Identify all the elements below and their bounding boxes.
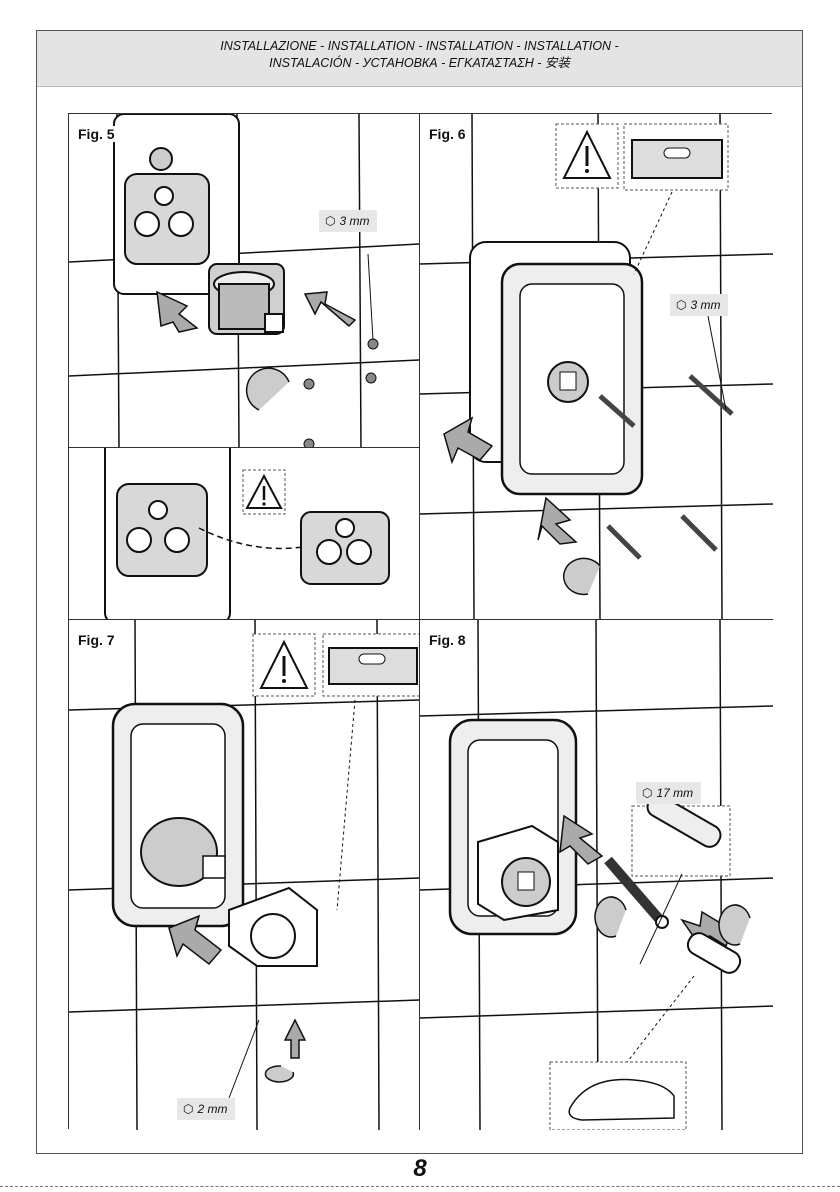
fig8-label: Fig. 8 — [426, 632, 469, 648]
fig6-label: Fig. 6 — [426, 126, 469, 142]
fig5-detail-panel — [69, 448, 420, 620]
fig5-illustration — [69, 114, 420, 448]
figure-grid: Fig. 5 ⬡ 3 mm — [68, 113, 772, 1129]
hex-key-icon: ⬡ — [642, 782, 652, 804]
fig6-illustration — [420, 114, 773, 620]
installation-header: INSTALLAZIONE - INSTALLATION - INSTALLAT… — [37, 31, 802, 87]
hex-key-icon: ⬡ — [676, 294, 686, 316]
fig5-tool-size-tag: ⬡ 3 mm — [319, 210, 377, 232]
fig6-panel: Fig. 6 ⬡ 3 mm — [420, 114, 773, 620]
page-number: 8 — [0, 1155, 840, 1183]
fig8-tool-size-tag: ⬡ 17 mm — [636, 782, 701, 804]
spirit-level-icon — [632, 140, 722, 178]
fig5-detail-illustration — [69, 448, 420, 620]
page-frame: INSTALLAZIONE - INSTALLATION - INSTALLAT… — [36, 30, 803, 1154]
fig5-label: Fig. 5 — [75, 126, 118, 142]
fig7-illustration — [69, 620, 420, 1130]
page-cut-line — [0, 1186, 840, 1187]
header-line-2: INSTALACIÓN - УСТАНОВКА - ΕΓΚΑΤΑΣΤΑΣΗ - … — [37, 55, 802, 72]
fig7-panel: Fig. 7 ⬡ 2 mm — [69, 620, 420, 1130]
fig7-tool-size-tag: ⬡ 2 mm — [177, 1098, 235, 1120]
fig8-panel: Fig. 8 ⬡ 17 mm — [420, 620, 773, 1130]
fig8-tool-size: 17 mm — [656, 786, 693, 800]
hex-key-icon: ⬡ — [183, 1098, 193, 1120]
fig5-panel: Fig. 5 ⬡ 3 mm — [69, 114, 420, 448]
spirit-level-icon — [329, 648, 417, 684]
hex-key-icon: ⬡ — [325, 210, 335, 232]
fig7-label: Fig. 7 — [75, 632, 118, 648]
fig6-tool-size: 3 mm — [690, 298, 720, 312]
fig7-tool-size: 2 mm — [197, 1102, 227, 1116]
fig8-illustration — [420, 620, 773, 1130]
fig6-tool-size-tag: ⬡ 3 mm — [670, 294, 728, 316]
header-line-1: INSTALLAZIONE - INSTALLATION - INSTALLAT… — [37, 38, 802, 55]
fig5-tool-size: 3 mm — [339, 214, 369, 228]
